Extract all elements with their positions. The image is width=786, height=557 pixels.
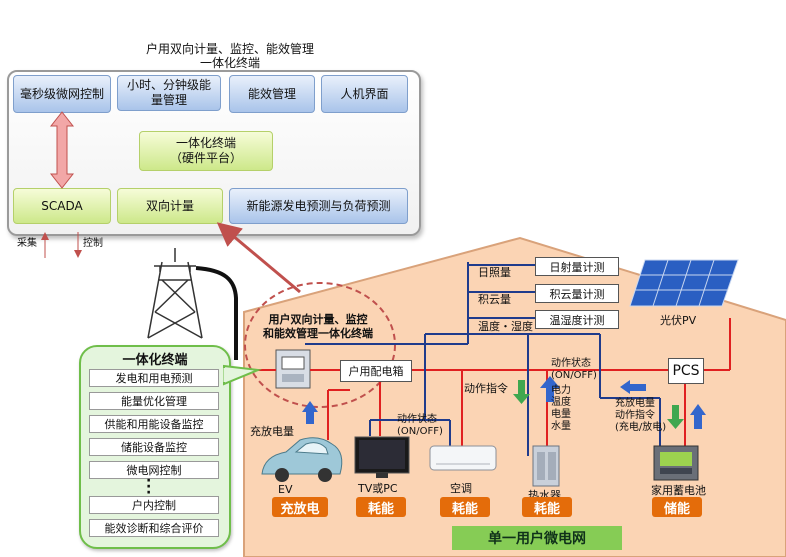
callout-item-device-monitor: 供能和用能设备监控 <box>89 415 219 433</box>
scada-box: SCADA <box>13 188 111 224</box>
tv-label: TV或PC <box>358 482 398 495</box>
battery-status-arrow <box>690 404 706 429</box>
bidirectional-metering-label: 双向计量 <box>145 198 194 213</box>
pcs-box: PCS <box>668 358 704 384</box>
forecast-box: 新能源发电预测与负荷预测 <box>229 188 408 224</box>
battery-info-line1: 充放电量 <box>615 398 655 409</box>
battery-label: 家用蓄电池 <box>651 484 706 497</box>
battery-command-arrow <box>667 405 684 429</box>
collect-label: 采集 <box>17 238 37 249</box>
status-energy: 电量 <box>551 409 571 420</box>
cloud-meter: 积云量计测 <box>535 284 619 303</box>
panel-title-line1: 户用双向计量、监控、能效管理 <box>145 42 314 56</box>
callout-item-microgrid-control: 微电网控制 <box>89 461 219 479</box>
ev-car-icon <box>261 437 343 482</box>
action-command-label: 动作指令 <box>464 382 508 395</box>
callout-item-energy-opt: 能量优化管理 <box>89 392 219 410</box>
status-top-line2: (ON/OFF) <box>551 369 597 381</box>
status-top-line1: 动作状态 <box>551 358 591 369</box>
home-battery-icon <box>653 445 699 481</box>
status-water: 水量 <box>551 421 571 432</box>
sunshine-label: 日照量 <box>478 266 511 279</box>
battery-tag: 储能 <box>652 497 702 517</box>
ev-label: EV <box>278 483 293 496</box>
circle-terminal-label: 用户双向计量、监控 和能效管理一体化终端 <box>243 313 393 341</box>
status-values: 电力 温度 电量 水量 <box>551 385 571 433</box>
forecast-label: 新能源发电预测与负荷预测 <box>246 198 391 213</box>
power-line <box>195 266 238 360</box>
ev-charge-arrow <box>302 401 318 424</box>
energy-management-box: 小时、分钟级能量管理 <box>117 75 221 111</box>
hardware-platform-subtitle: （硬件平台） <box>169 151 242 165</box>
status-mid-line2: (ON/OFF) <box>397 426 443 437</box>
ac-label: 空调 <box>450 482 472 495</box>
solar-radiation-meter: 日射量计测 <box>535 257 619 276</box>
scada-double-arrow <box>49 111 75 189</box>
hardware-platform-title: 一体化终端 <box>175 136 236 150</box>
temp-humidity-label: 温度・湿度 <box>478 320 533 333</box>
smart-meter-icon <box>275 349 311 389</box>
transmission-tower-icon <box>147 248 203 339</box>
efficiency-management-label: 能效管理 <box>247 86 296 101</box>
status-top-text: 动作状态 (ON/OFF) <box>551 358 597 381</box>
hardware-platform-box: 一体化终端 （硬件平台） <box>139 131 273 171</box>
tv-icon <box>354 436 410 478</box>
callout-item-storage-monitor: 储能设备监控 <box>89 438 219 456</box>
signal-wiring <box>305 262 661 456</box>
control-label: 控制 <box>83 238 103 249</box>
bidirectional-metering-box: 双向计量 <box>117 188 223 224</box>
pv-to-battery-arrow <box>620 380 646 394</box>
callout-title: 一体化终端 <box>122 353 188 368</box>
callout-item-forecast: 发电和用电预测 <box>89 369 219 387</box>
battery-info-line3: (充电/放电) <box>615 422 667 433</box>
solar-panel-icon <box>629 259 739 307</box>
ev-tag: 充放电 <box>272 497 328 517</box>
tv-tag: 耗能 <box>356 497 406 517</box>
temp-humidity-meter: 温湿度计测 <box>535 310 619 329</box>
single-user-microgrid-banner: 单一用户微电网 <box>452 526 622 550</box>
status-mid-text: 动作状态 (ON/OFF) <box>397 414 443 438</box>
ms-microgrid-control-label: 毫秒级微网控制 <box>19 86 104 101</box>
callout-pointer <box>223 364 262 386</box>
status-up-arrow <box>540 376 560 402</box>
pv-label: 光伏PV <box>660 314 697 327</box>
air-conditioner-icon <box>429 445 497 471</box>
callout-item-indoor-control: 户内控制 <box>89 496 219 514</box>
battery-info-text: 充放电量 动作指令 (充电/放电) <box>615 398 666 434</box>
ms-microgrid-control-box: 毫秒级微网控制 <box>13 75 111 113</box>
heater-tag: 耗能 <box>522 497 572 517</box>
efficiency-management-box: 能效管理 <box>229 75 315 113</box>
status-temperature: 温度 <box>551 397 571 408</box>
callout-ellipsis-icon: ··· <box>146 473 152 501</box>
hmi-box: 人机界面 <box>321 75 408 113</box>
hmi-label: 人机界面 <box>340 86 389 101</box>
status-mid-line1: 动作状态 <box>397 414 437 425</box>
battery-info-line2: 动作指令 <box>615 410 655 421</box>
circle-terminal-label-line1: 用户双向计量、监控 <box>268 313 368 326</box>
energy-management-label: 小时、分钟级能量管理 <box>126 78 211 107</box>
panel-title-line2: 一体化终端 <box>199 56 260 70</box>
scada-label: SCADA <box>41 198 83 213</box>
status-power: 电力 <box>551 385 571 396</box>
callout-item-efficiency-diagnosis: 能效诊断和综合评价 <box>89 519 219 537</box>
distribution-box: 户用配电箱 <box>340 360 412 382</box>
terminal-link-arrow <box>216 222 301 294</box>
panel-title: 户用双向计量、监控、能效管理 一体化终端 <box>70 42 390 70</box>
ev-charge-amount-label: 充放电量 <box>250 425 294 438</box>
action-command-arrow <box>513 380 530 404</box>
water-heater-icon <box>532 445 560 487</box>
cloud-label: 积云量 <box>478 293 511 306</box>
ac-tag: 耗能 <box>440 497 490 517</box>
circle-terminal-label-line2: 和能效管理一体化终端 <box>263 327 373 340</box>
